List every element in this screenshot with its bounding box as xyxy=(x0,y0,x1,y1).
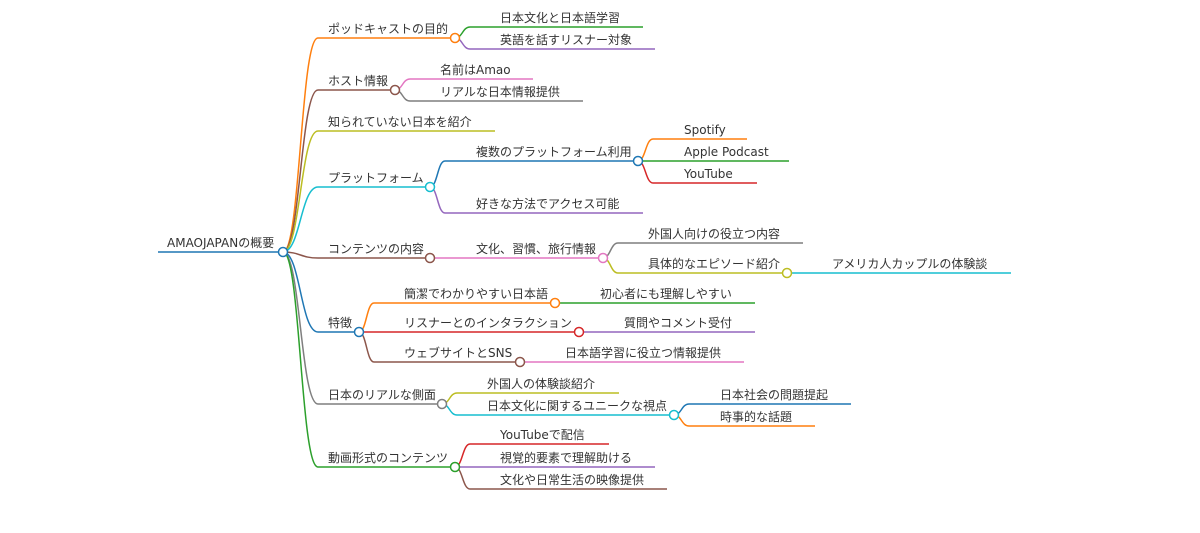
mindmap-node[interactable]: 時事的な話題 xyxy=(689,409,815,427)
mindmap-nodes: AMAOJAPANの概要 ポッドキャストの目的 日本文化と日本語学習英語を話すリスナ… xyxy=(158,10,1011,490)
mindmap-node[interactable]: ウェブサイトとSNS xyxy=(374,345,520,363)
node-label: 視覚的要素で理解助ける xyxy=(500,450,632,465)
collapse-toggle-icon[interactable] xyxy=(449,461,461,473)
mindmap-node[interactable]: プラットフォーム xyxy=(318,171,430,188)
mindmap-node[interactable]: 好きな方法でアクセス可能 xyxy=(445,196,643,214)
branch-connector xyxy=(282,251,319,333)
collapse-toggle-icon[interactable] xyxy=(389,84,401,96)
collapse-toggle-icon[interactable] xyxy=(632,155,644,167)
node-label: 時事的な話題 xyxy=(720,409,792,424)
mindmap-node[interactable]: コンテンツの内容 xyxy=(318,241,430,259)
node-label: リアルな日本情報提供 xyxy=(440,84,560,99)
mindmap-node[interactable]: ポッドキャストの目的 xyxy=(318,21,455,39)
node-label: 日本語学習に役立つ情報提供 xyxy=(565,345,721,360)
mindmap-node[interactable]: 簡潔でわかりやすい日本語 xyxy=(374,286,555,304)
node-label: 質問やコメント受付 xyxy=(624,315,732,330)
node-label: 初心者にも理解しやすい xyxy=(600,287,732,301)
node-label: 簡潔でわかりやすい日本語 xyxy=(404,286,548,301)
collapse-toggle-icon[interactable] xyxy=(514,356,526,368)
mindmap-node[interactable]: AMAOJAPANの概要 xyxy=(158,236,283,253)
branch-connector xyxy=(282,130,319,253)
mindmap-node[interactable]: 名前はAmao xyxy=(410,62,533,80)
node-label: 文化や日常生活の映像提供 xyxy=(500,472,644,487)
node-label: 英語を話すリスナー対象 xyxy=(500,32,632,47)
mindmap-node[interactable]: YouTubeで配信 xyxy=(470,428,609,445)
mindmap-node[interactable]: 視覚的要素で理解助ける xyxy=(470,450,655,468)
mindmap-node[interactable]: YouTube xyxy=(653,167,757,184)
collapse-toggle-icon[interactable] xyxy=(549,297,561,309)
node-label: Apple Podcast xyxy=(684,145,769,159)
mindmap-node[interactable]: 英語を話すリスナー対象 xyxy=(470,32,655,50)
node-label: 日本社会の問題提起 xyxy=(720,387,828,402)
node-label: プラットフォーム xyxy=(328,171,424,185)
node-label: コンテンツの内容 xyxy=(328,241,424,256)
node-label: ウェブサイトとSNS xyxy=(404,345,512,360)
mindmap-node[interactable]: ホスト情報 xyxy=(318,74,395,91)
mindmap-node[interactable]: 文化や日常生活の映像提供 xyxy=(470,472,667,490)
collapse-toggle-icon[interactable] xyxy=(277,246,289,258)
collapse-toggle-icon[interactable] xyxy=(436,398,448,410)
node-label: YouTube xyxy=(683,167,733,181)
mindmap-node[interactable]: 外国人の体験談紹介 xyxy=(457,376,619,394)
mindmap-node[interactable]: 日本語学習に役立つ情報提供 xyxy=(520,345,744,363)
node-label: 日本のリアルな側面 xyxy=(328,388,436,402)
mindmap-node[interactable]: 日本文化と日本語学習 xyxy=(470,10,643,28)
node-label: 名前はAmao xyxy=(440,62,511,77)
collapse-toggle-icon[interactable] xyxy=(573,326,585,338)
mindmap-node[interactable]: Apple Podcast xyxy=(653,145,789,162)
node-label: Spotify xyxy=(684,123,726,137)
mindmap-node[interactable]: 特徴 xyxy=(318,315,359,333)
mindmap-node[interactable]: 質問やコメント受付 xyxy=(579,315,755,333)
mindmap-node[interactable]: 複数のプラットフォーム利用 xyxy=(445,144,638,162)
branch-connector xyxy=(282,251,319,468)
branch-connector xyxy=(282,251,319,405)
collapse-toggle-icon[interactable] xyxy=(668,409,680,421)
node-label: 外国人の体験談紹介 xyxy=(487,376,595,391)
node-label: ホスト情報 xyxy=(328,74,388,88)
collapse-toggle-icon[interactable] xyxy=(424,181,436,193)
node-label: 特徴 xyxy=(328,315,352,330)
mindmap-node[interactable]: 初心者にも理解しやすい xyxy=(555,287,755,304)
mindmap-node[interactable]: アメリカ人カップルの体験談 xyxy=(787,256,1011,274)
node-label: 知られていない日本を紹介 xyxy=(328,115,472,129)
node-label: AMAOJAPANの概要 xyxy=(167,236,274,250)
node-label: アメリカ人カップルの体験談 xyxy=(832,256,987,271)
collapse-toggle-icon[interactable] xyxy=(353,326,365,338)
collapse-toggle-icon[interactable] xyxy=(597,252,609,264)
node-label: 文化、習慣、旅行情報 xyxy=(476,241,596,256)
node-label: 具体的なエピソード紹介 xyxy=(648,256,780,271)
branch-connector xyxy=(282,37,319,253)
mindmap-node[interactable]: Spotify xyxy=(653,123,747,140)
mindmap-node[interactable]: 文化、習慣、旅行情報 xyxy=(445,241,603,259)
mindmap-node[interactable]: リアルな日本情報提供 xyxy=(410,84,583,102)
node-label: 日本文化に関するユニークな視点 xyxy=(487,398,667,413)
node-label: 日本文化と日本語学習 xyxy=(500,10,620,25)
node-label: リスナーとのインタラクション xyxy=(404,316,572,330)
node-label: 複数のプラットフォーム利用 xyxy=(476,144,632,159)
mindmap-node[interactable]: リスナーとのインタラクション xyxy=(374,316,579,333)
collapse-toggle-icon[interactable] xyxy=(449,32,461,44)
node-label: 外国人向けの役立つ内容 xyxy=(648,226,780,241)
mindmap-node[interactable]: 外国人向けの役立つ内容 xyxy=(618,226,803,244)
mindmap-node[interactable]: 知られていない日本を紹介 xyxy=(318,115,495,132)
mindmap-node[interactable]: 日本社会の問題提起 xyxy=(689,387,851,405)
mindmap-node[interactable]: 日本のリアルな側面 xyxy=(318,388,442,405)
mindmap-node[interactable]: 具体的なエピソード紹介 xyxy=(618,256,787,274)
branch-connector xyxy=(282,89,319,253)
mindmap-node[interactable]: 動画形式のコンテンツ xyxy=(318,451,455,468)
node-label: YouTubeで配信 xyxy=(499,428,585,442)
node-label: 好きな方法でアクセス可能 xyxy=(476,196,619,211)
collapse-toggle-icon[interactable] xyxy=(424,252,436,264)
node-label: ポッドキャストの目的 xyxy=(328,21,448,36)
collapse-toggle-icon[interactable] xyxy=(781,267,793,279)
mindmap-node[interactable]: 日本文化に関するユニークな視点 xyxy=(457,398,674,416)
node-label: 動画形式のコンテンツ xyxy=(328,451,448,465)
